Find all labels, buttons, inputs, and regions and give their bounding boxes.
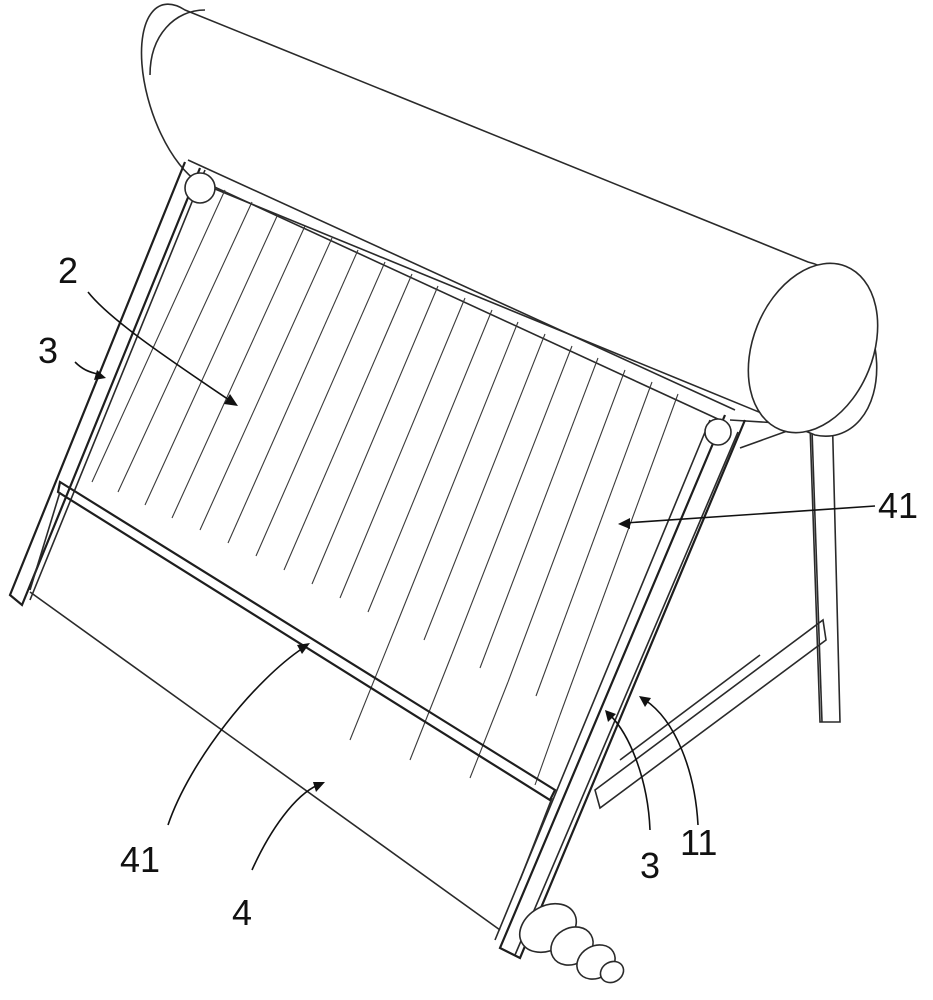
label-slide-rail-left: 3 bbox=[38, 330, 58, 371]
label-slide-rail-right: 3 bbox=[640, 845, 660, 886]
drive-motor bbox=[511, 894, 627, 987]
label-collector-tubes: 2 bbox=[58, 250, 78, 291]
water-tank bbox=[141, 4, 901, 452]
label-roller-cover: 4 bbox=[232, 892, 252, 933]
label-cover-marker-right: 41 bbox=[878, 485, 918, 526]
label-support-frame: 11 bbox=[680, 822, 717, 863]
label-cover-marker-bottom: 41 bbox=[120, 839, 160, 880]
